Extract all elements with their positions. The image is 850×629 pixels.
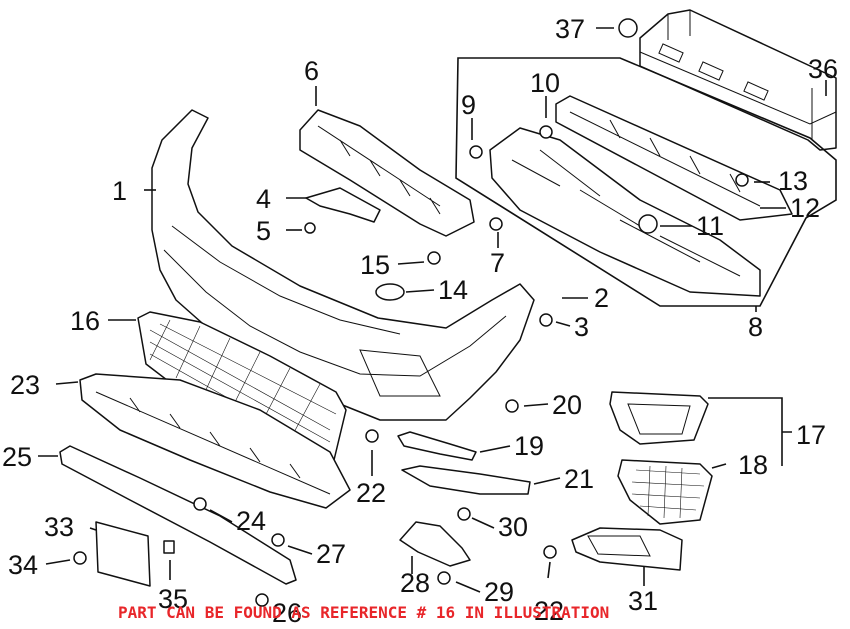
part-17-bezel: [609, 391, 709, 445]
part-35-nut: [163, 540, 175, 554]
callout-37: 37: [555, 14, 585, 44]
callout-28: 28: [400, 568, 430, 598]
part-19-moulding: [397, 431, 477, 461]
callout-29: 29: [484, 577, 514, 607]
callout-6: 6: [304, 56, 319, 86]
callout-30: 30: [498, 512, 528, 542]
callout-10: 10: [530, 68, 560, 98]
callout-24: 24: [236, 506, 266, 536]
part-23-lower-panel: [79, 373, 351, 509]
callout-12: 12: [790, 193, 820, 223]
callout-33: 33: [44, 512, 74, 542]
callout-36: 36: [808, 54, 838, 84]
callout-4: 4: [256, 184, 271, 214]
callout-25: 25: [2, 442, 32, 472]
group-8-outline: [455, 57, 837, 307]
callout-2: 2: [594, 283, 609, 313]
part-36-reinforcement-bar: [639, 9, 837, 151]
callout-20: 20: [552, 390, 582, 420]
callout-22-lower: 22: [534, 596, 564, 626]
part-28-bracket: [399, 521, 471, 567]
reference-caption: PART CAN BE FOUND AS REFERENCE # 16 IN I…: [118, 603, 609, 622]
callout-18: 18: [738, 450, 768, 480]
part-12-absorber: [555, 95, 793, 221]
part-4-bracket: [305, 187, 381, 223]
part-6-carrier: [299, 109, 475, 237]
callout-15: 15: [360, 250, 390, 280]
part-energy-absorber: [489, 127, 761, 297]
callout-11: 11: [696, 211, 724, 241]
callout-17: 17: [796, 420, 826, 450]
callout-1: 1: [112, 176, 127, 206]
callout-3: 3: [574, 312, 589, 342]
callout-numbers: 37 36 9 10 13 11 12 6 1 4 5 7 15 14 2 3 …: [2, 14, 838, 628]
callout-19: 19: [514, 431, 544, 461]
grille-mesh: [149, 319, 337, 451]
callout-16: 16: [70, 306, 100, 336]
part-21-trim: [401, 465, 531, 495]
part-25-skid-plate: [59, 445, 297, 585]
leader-lines: [38, 27, 827, 593]
callout-27: 27: [316, 539, 346, 569]
callout-13: 13: [778, 166, 808, 196]
part-33-license-bracket: [95, 521, 151, 587]
callout-14: 14: [438, 275, 468, 305]
callout-21: 21: [564, 464, 594, 494]
callout-8: 8: [748, 312, 763, 342]
callout-5: 5: [256, 216, 271, 246]
callout-26: 26: [272, 598, 302, 628]
callout-34: 34: [8, 550, 38, 580]
callout-31: 31: [628, 586, 658, 616]
callout-35: 35: [158, 584, 188, 614]
callout-22-upper: 22: [356, 478, 386, 508]
callout-7: 7: [490, 248, 505, 278]
part-31-lamp-housing: [571, 527, 683, 571]
callout-23: 23: [10, 370, 40, 400]
fasteners: [73, 18, 749, 607]
callout-9: 9: [461, 90, 476, 120]
